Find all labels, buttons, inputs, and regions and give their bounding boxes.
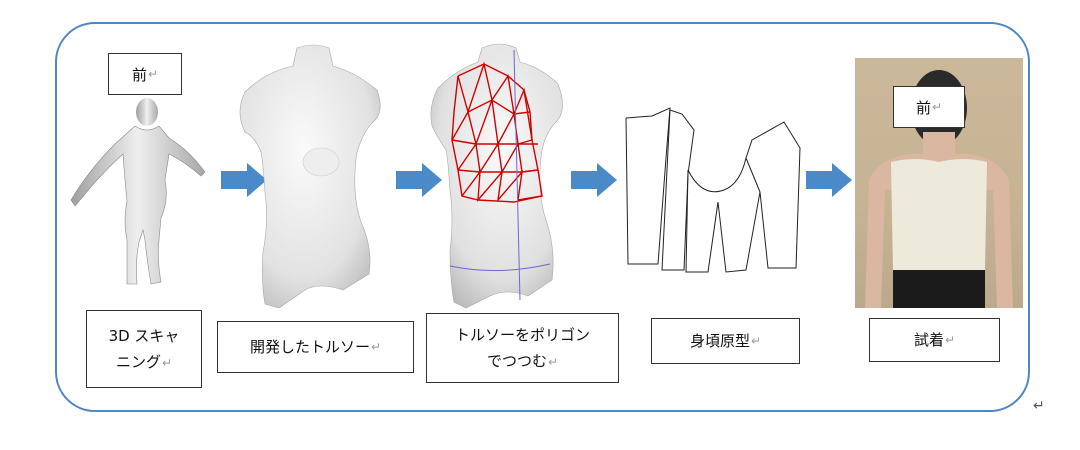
right-arrow-icon <box>571 163 617 197</box>
torso-illustration <box>239 44 381 309</box>
step-label-developed-torso: 開発したトルソー↵ <box>217 321 414 373</box>
step-label-3d-scanning: 3D スキャ ニング↵ <box>86 310 202 388</box>
polygon-torso-illustration <box>430 43 563 309</box>
front-tag-scan: 前↵ <box>108 53 182 95</box>
bodice-pattern-illustration <box>625 107 801 273</box>
right-arrow-icon <box>396 163 442 197</box>
scan-figure-illustration <box>70 98 206 285</box>
process-frame <box>55 22 1030 412</box>
return-mark-icon: ↵ <box>1033 398 1045 414</box>
right-arrow-icon <box>221 163 267 197</box>
step-label-bodice-pattern: 身頃原型↵ <box>651 318 800 364</box>
right-arrow-icon <box>806 163 852 197</box>
step-label-polygon-wrap: トルソーをポリゴン でつつむ↵ <box>426 313 619 383</box>
step-label-fitting: 試着↵ <box>869 318 1000 362</box>
front-tag-fitting: 前↵ <box>893 86 965 128</box>
